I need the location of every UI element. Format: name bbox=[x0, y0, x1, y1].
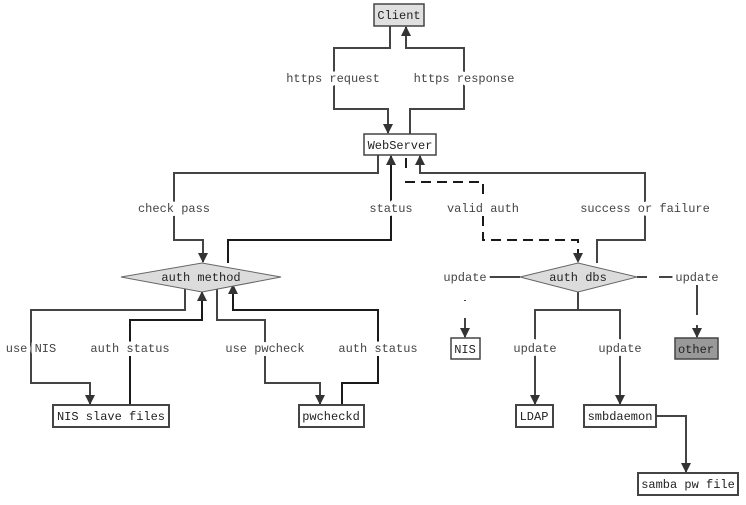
edge-use-nis bbox=[30, 287, 186, 405]
label-https-response: https response bbox=[414, 72, 515, 86]
node-smbdaemon-label: smbdaemon bbox=[588, 410, 653, 424]
label-use-pwcheck: use pwcheck bbox=[225, 342, 304, 356]
node-smbdaemon: smbdaemon bbox=[583, 404, 657, 428]
label-auth-status-pw: auth status bbox=[338, 342, 417, 356]
label-auth-status-nis: auth status bbox=[90, 342, 169, 356]
edge-update-nis bbox=[465, 276, 520, 337]
label-update-smbdaemon: update bbox=[598, 342, 641, 356]
edge-https-response bbox=[401, 26, 465, 134]
label-status: status bbox=[369, 202, 412, 216]
edge-auth-status-pw bbox=[228, 284, 379, 405]
decision-auth-dbs: auth dbs bbox=[519, 262, 638, 293]
node-pwcheckd: pwcheckd bbox=[298, 404, 365, 428]
node-ldap: LDAP bbox=[515, 404, 554, 428]
node-samba-pw-file: samba pw file bbox=[637, 472, 739, 496]
edge-update-other bbox=[637, 276, 697, 337]
edge-check-pass bbox=[173, 155, 379, 263]
node-nis-label: NIS bbox=[454, 343, 476, 357]
label-update-ldap: update bbox=[513, 342, 556, 356]
label-check-pass: check pass bbox=[138, 202, 210, 216]
edge-update-ldap bbox=[530, 292, 579, 405]
node-other-label: other bbox=[678, 343, 714, 357]
node-pwcheckd-label: pwcheckd bbox=[302, 410, 360, 424]
edge-https-request bbox=[333, 26, 393, 134]
decision-auth-method-label: auth method bbox=[161, 271, 240, 285]
edge-auth-status-nis bbox=[129, 291, 207, 405]
decision-auth-method: auth method bbox=[120, 262, 282, 293]
label-update-nis: update bbox=[443, 271, 486, 285]
edge-use-pwcheck bbox=[216, 287, 325, 405]
node-nis: NIS bbox=[450, 337, 481, 360]
label-valid-auth: valid auth bbox=[447, 202, 519, 216]
node-ldap-label: LDAP bbox=[520, 410, 549, 424]
node-webserver: WebServer bbox=[363, 133, 437, 156]
label-success-or-failure: success or failure bbox=[580, 202, 710, 216]
node-client: Client bbox=[373, 3, 425, 27]
label-https-request: https request bbox=[286, 72, 380, 86]
node-nis-slave-files: NIS slave files bbox=[52, 404, 170, 428]
node-samba-pw-file-label: samba pw file bbox=[641, 478, 735, 492]
node-webserver-label: WebServer bbox=[368, 139, 433, 153]
edge-smbdaemon-samba bbox=[656, 415, 691, 473]
edge-status bbox=[227, 155, 396, 263]
edge-update-smbdaemon bbox=[578, 309, 625, 405]
node-nis-slave-files-label: NIS slave files bbox=[57, 410, 165, 424]
edge-valid-auth bbox=[405, 158, 578, 262]
label-use-nis: use NIS bbox=[6, 342, 56, 356]
node-other: other bbox=[674, 337, 719, 360]
edge-success-or-failure bbox=[415, 155, 646, 263]
node-client-label: Client bbox=[377, 9, 420, 23]
label-update-other: update bbox=[675, 271, 718, 285]
decision-auth-dbs-label: auth dbs bbox=[549, 271, 607, 285]
